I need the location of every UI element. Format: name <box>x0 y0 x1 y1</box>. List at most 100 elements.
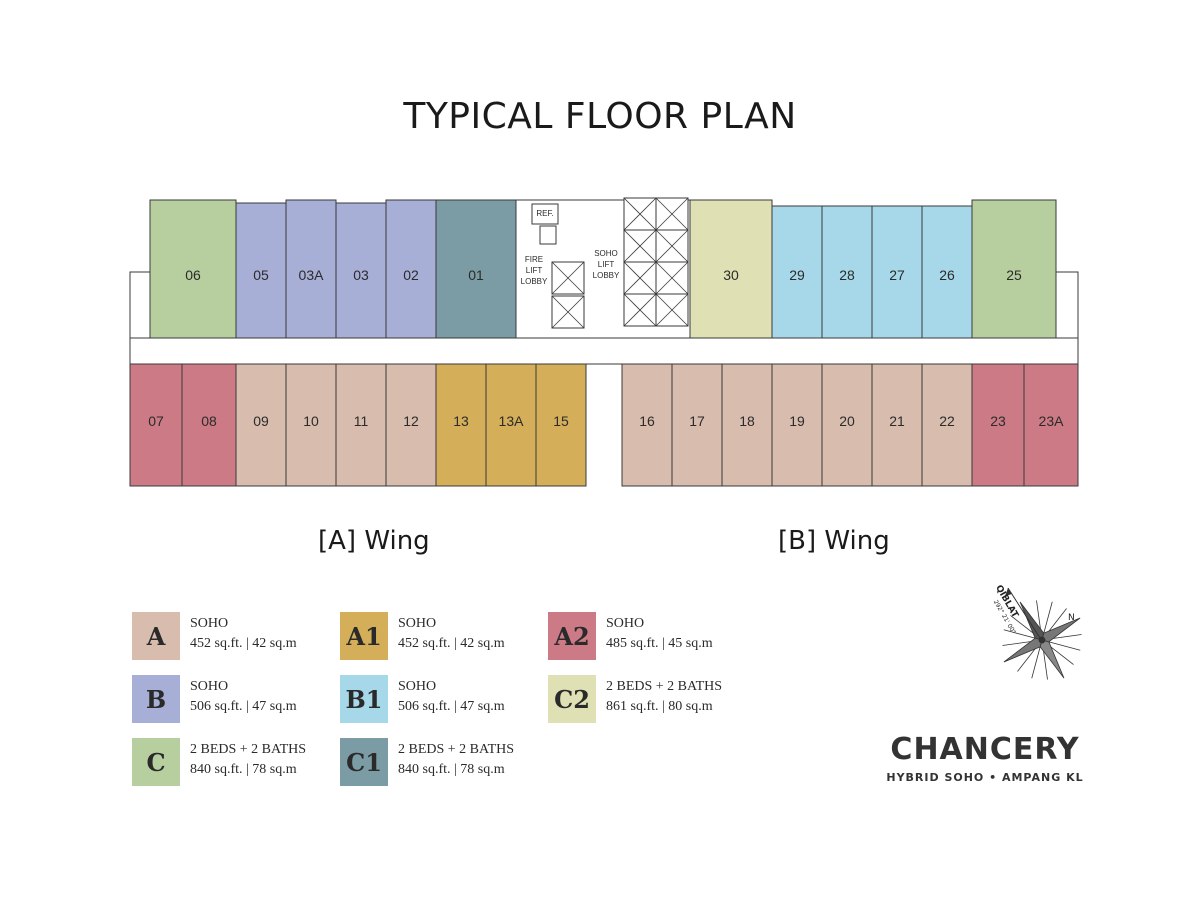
unit-label-13A: 13A <box>499 413 525 429</box>
unit-label-08: 08 <box>201 413 217 429</box>
legend-item-b1: B1 SOHO 506 sq.ft. | 47 sq.m <box>340 675 540 725</box>
unit-label-23A: 23A <box>1039 413 1065 429</box>
unit-02 <box>385 199 437 339</box>
brand-name: CHANCERY <box>890 732 1080 767</box>
unit-label-12: 12 <box>403 413 419 429</box>
soho-lift-cross <box>623 229 657 263</box>
legend-item-c1: C1 2 BEDS + 2 BATHS 840 sq.ft. | 78 sq.m <box>340 738 540 788</box>
legend-size: 506 sq.ft. | 47 sq.m <box>190 699 297 714</box>
ref-label: REF. <box>536 209 553 218</box>
legend-type: SOHO <box>398 616 437 631</box>
unit-label-23: 23 <box>990 413 1006 429</box>
legend-type: SOHO <box>190 616 229 631</box>
unit-label-05: 05 <box>253 267 269 283</box>
unit-label-29: 29 <box>789 267 805 283</box>
legend-swatch: C <box>132 738 180 786</box>
unit-16 <box>621 363 673 487</box>
soho-lift-cross <box>623 197 657 231</box>
unit-21 <box>871 363 923 487</box>
unit-label-01: 01 <box>468 267 484 283</box>
unit-06 <box>149 199 237 339</box>
soho-lift-lobby-label: LIFT <box>598 260 615 269</box>
unit-label-21: 21 <box>889 413 905 429</box>
wing-b-label: [B] Wing <box>778 526 890 556</box>
unit-label-28: 28 <box>839 267 855 283</box>
soho-lift-cross <box>655 261 689 295</box>
unit-09 <box>235 363 287 487</box>
unit-03 <box>335 202 387 339</box>
unit-23A <box>1023 363 1079 487</box>
legend-item-a: A SOHO 452 sq.ft. | 42 sq.m <box>132 612 332 662</box>
unit-label-13: 13 <box>453 413 469 429</box>
legend-item-a2: A2 SOHO 485 sq.ft. | 45 sq.m <box>548 612 748 662</box>
legend-type: SOHO <box>398 679 437 694</box>
legend-size: 485 sq.ft. | 45 sq.m <box>606 636 713 651</box>
unit-label-26: 26 <box>939 267 955 283</box>
legend-type: 2 BEDS + 2 BATHS <box>606 679 723 694</box>
unit-17 <box>671 363 723 487</box>
legend-item-a1: A1 SOHO 452 sq.ft. | 42 sq.m <box>340 612 540 662</box>
unit-18 <box>721 363 773 487</box>
fire-lift-lobby-label: LIFT <box>526 266 543 275</box>
soho-lift-cross <box>655 197 689 231</box>
unit-label-15: 15 <box>553 413 569 429</box>
compass-rose-icon: QIBLAT 292° 21' 00" N <box>992 584 1082 680</box>
unit-label-06: 06 <box>185 267 201 283</box>
legend-swatch: C1 <box>340 738 388 786</box>
legend-swatch: A2 <box>548 612 596 660</box>
unit-label-18: 18 <box>739 413 755 429</box>
legend-swatch: B <box>132 675 180 723</box>
legend-item-b: B SOHO 506 sq.ft. | 47 sq.m <box>132 675 332 725</box>
unit-13A <box>485 363 537 487</box>
brand-tagline: HYBRID SOHO • AMPANG KL <box>886 771 1084 784</box>
unit-label-03: 03 <box>353 267 369 283</box>
legend-item-c2: C2 2 BEDS + 2 BATHS 861 sq.ft. | 80 sq.m <box>548 675 748 725</box>
soho-lift-lobby-label: SOHO <box>594 249 618 258</box>
unit-15 <box>535 363 587 487</box>
soho-lift-cross <box>623 293 657 327</box>
legend-size: 861 sq.ft. | 80 sq.m <box>606 699 713 714</box>
unit-25 <box>971 199 1057 339</box>
unit-13 <box>435 363 487 487</box>
unit-23 <box>971 363 1025 487</box>
legend-type: 2 BEDS + 2 BATHS <box>190 742 307 757</box>
unit-label-09: 09 <box>253 413 269 429</box>
unit-label-10: 10 <box>303 413 319 429</box>
fire-lift-lobby-label: LOBBY <box>521 277 548 286</box>
soho-lift-cross <box>623 261 657 295</box>
unit-label-20: 20 <box>839 413 855 429</box>
legend-size: 840 sq.ft. | 78 sq.m <box>190 762 297 777</box>
unit-label-19: 19 <box>789 413 805 429</box>
legend-swatch: A1 <box>340 612 388 660</box>
legend-size: 506 sq.ft. | 47 sq.m <box>398 699 505 714</box>
soho-lift-cross <box>655 229 689 263</box>
unit-29 <box>771 205 823 339</box>
legend-swatch: B1 <box>340 675 388 723</box>
unit-26 <box>921 205 973 339</box>
unit-05 <box>235 202 287 339</box>
unit-label-22: 22 <box>939 413 955 429</box>
fire-lift-cross <box>551 261 585 295</box>
unit-label-07: 07 <box>148 413 164 429</box>
unit-08 <box>181 363 237 487</box>
legend-type: SOHO <box>606 616 645 631</box>
unit-label-03A: 03A <box>299 267 325 283</box>
unit-12 <box>385 363 437 487</box>
unit-label-17: 17 <box>689 413 705 429</box>
refuse-room <box>531 203 559 225</box>
fire-lift-lobby-label: FIRE <box>525 255 543 264</box>
service-shaft <box>539 225 557 245</box>
unit-11 <box>335 363 387 487</box>
unit-label-27: 27 <box>889 267 905 283</box>
legend-type: 2 BEDS + 2 BATHS <box>398 742 515 757</box>
unit-28 <box>821 205 873 339</box>
unit-03A <box>285 199 337 339</box>
north-label: N <box>1068 613 1075 623</box>
unit-01 <box>435 199 517 339</box>
corridor <box>129 337 1079 365</box>
unit-07 <box>129 363 183 487</box>
unit-27 <box>871 205 923 339</box>
unit-10 <box>285 363 337 487</box>
unit-22 <box>921 363 973 487</box>
